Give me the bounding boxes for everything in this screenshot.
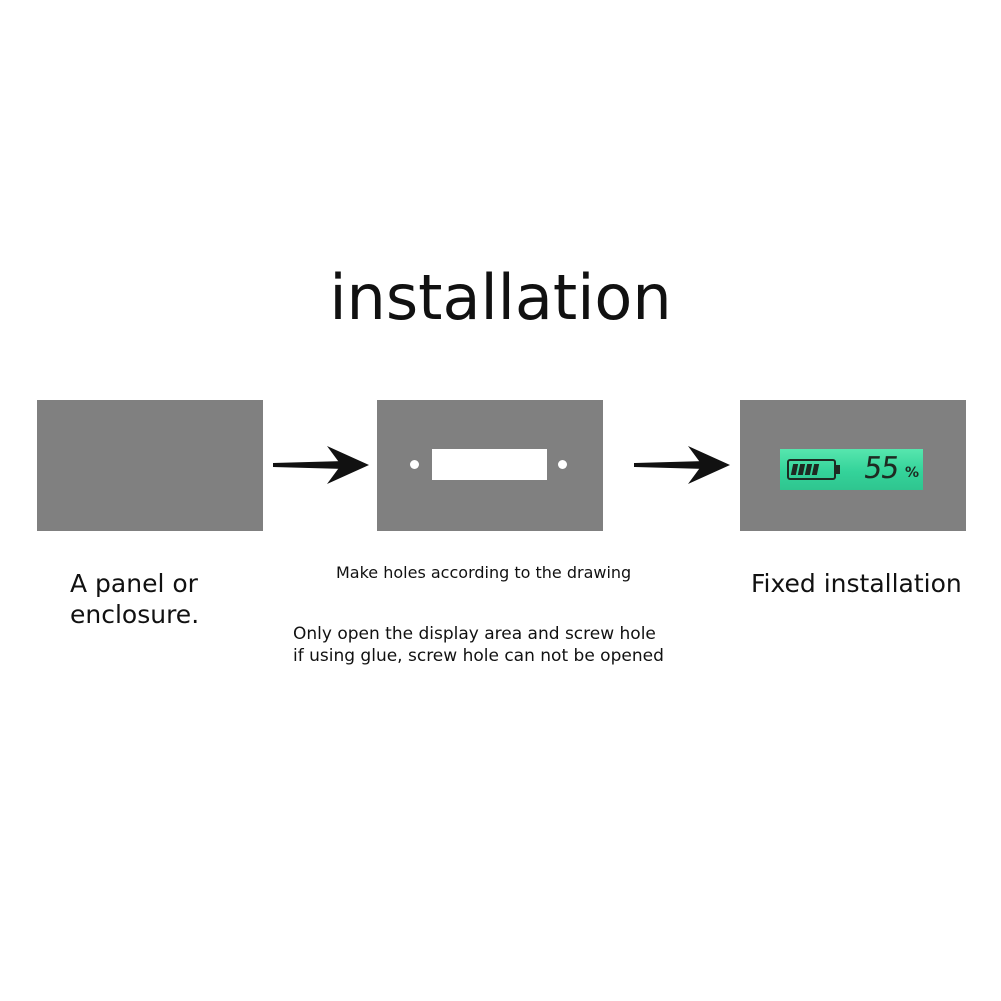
lcd-percent-value: 55 — [861, 451, 901, 486]
caption-panel-line-1: A panel or — [70, 569, 198, 598]
lcd-percent-unit: % — [905, 465, 920, 481]
battery-icon — [787, 459, 836, 480]
blank-panel — [37, 400, 263, 531]
battery-level-bar — [811, 464, 820, 475]
caption-holes: Make holes according to the drawing — [336, 563, 632, 582]
panel-with-display: 55 % — [740, 400, 966, 531]
screw-hole-right — [558, 460, 567, 469]
caption-note-line-1: Only open the display area and screw hol… — [293, 624, 656, 644]
lcd-display: 55 % — [780, 449, 923, 490]
caption-panel: A panel or enclosure. — [70, 568, 199, 630]
display-cutout — [432, 449, 547, 480]
page-title: installation — [329, 261, 672, 334]
right-arrow-icon — [634, 446, 730, 484]
panel-with-holes — [377, 400, 603, 531]
caption-note-line-2: if using glue, screw hole can not be ope… — [293, 646, 664, 666]
caption-panel-line-2: enclosure. — [70, 600, 200, 629]
battery-tip — [836, 465, 840, 474]
screw-hole-left — [410, 460, 419, 469]
caption-note: Only open the display area and screw hol… — [293, 623, 664, 667]
caption-fixed: Fixed installation — [751, 569, 962, 598]
right-arrow-icon — [273, 446, 369, 484]
